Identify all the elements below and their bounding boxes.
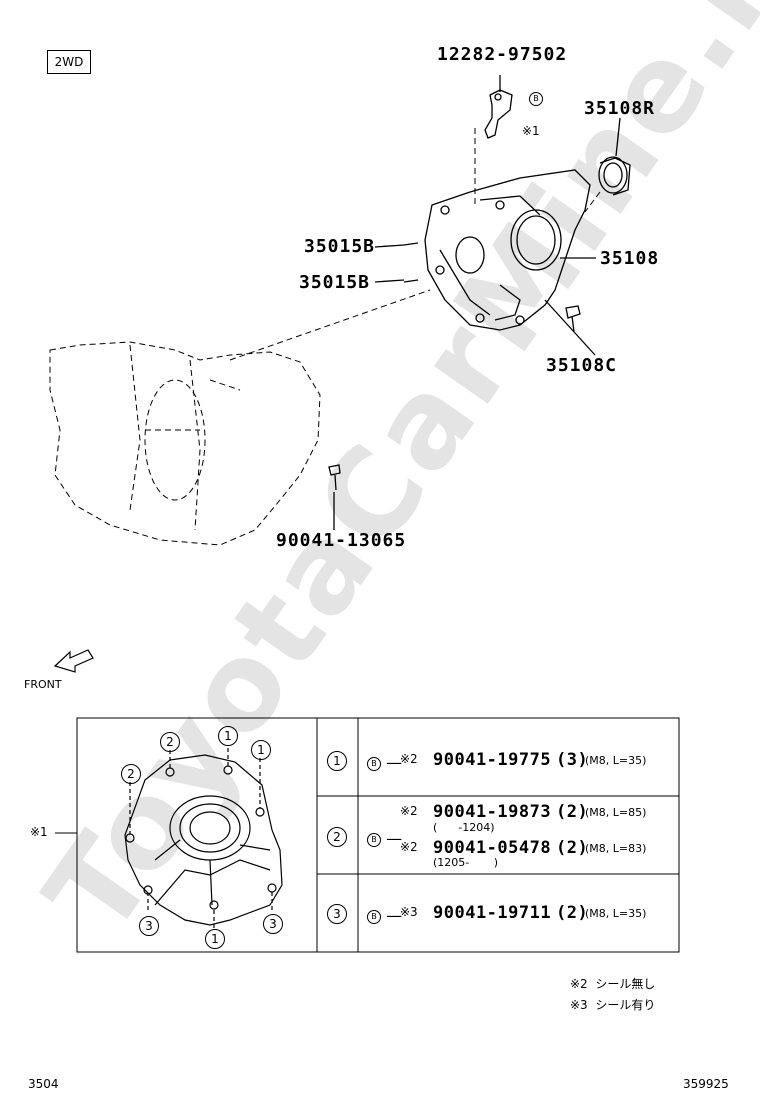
row-2a-part[interactable]: 90041-19873 (433, 802, 552, 822)
page-code-right: 359925 (683, 1077, 729, 1091)
row-2b-part[interactable]: 90041-05478 (433, 838, 552, 858)
part-label-35015b-lower[interactable]: 35015B (299, 272, 371, 293)
row-2-id: 2 (327, 826, 347, 847)
callout-mark: ※1 (30, 825, 48, 839)
variant-badge: 2WD (47, 50, 91, 74)
row-1-part[interactable]: 90041-19775 (433, 750, 552, 770)
fig-label: 2 (121, 763, 141, 784)
part-label-35108[interactable]: 35108 (600, 248, 660, 269)
row-1-qty: (3) (556, 750, 589, 770)
note-2: ※2 シール無し (570, 977, 656, 991)
note-mark-1: ※1 (522, 124, 540, 138)
fig-label: 3 (139, 915, 159, 936)
row-2b-mark: ※2 (400, 840, 418, 854)
row-2b-qty: (2) (556, 838, 589, 858)
row-2a-mark: ※2 (400, 804, 418, 818)
row-3-part[interactable]: 90041-19711 (433, 903, 552, 923)
bracket (484, 89, 513, 139)
fig-label: 1 (205, 928, 225, 949)
row-2a-spec: (M8, L=85) (585, 806, 647, 819)
row-1-spec: (M8, L=35) (585, 754, 647, 767)
part-label-90041-13065[interactable]: 90041-13065 (276, 530, 407, 551)
row-1-mark: ※2 (400, 752, 418, 766)
row-2a-qty: (2) (556, 802, 589, 822)
part-label-12282[interactable]: 12282-97502 (437, 44, 568, 65)
row-1-b: B — (367, 753, 402, 772)
b-mark: B (529, 92, 543, 106)
row-3-qty: (2) (556, 903, 589, 923)
row-2b-spec: (M8, L=83) (585, 842, 647, 855)
fig-label: 1 (251, 739, 271, 760)
part-label-35108c[interactable]: 35108C (546, 355, 618, 376)
front-label: FRONT (24, 678, 62, 691)
page-code-left: 3504 (28, 1077, 59, 1091)
fig-label: 1 (218, 725, 238, 746)
part-label-35108r[interactable]: 35108R (584, 98, 656, 119)
row-2a-date: ( -1204) (433, 821, 495, 834)
front-arrow (53, 649, 94, 673)
fig-label: 3 (263, 913, 283, 934)
part-label-35015b-upper[interactable]: 35015B (304, 236, 376, 257)
row-2b-date: (1205- ) (433, 856, 499, 869)
row-2-b: B — (367, 829, 402, 848)
fig-label: 2 (160, 731, 180, 752)
housing-end-view (124, 748, 283, 928)
row-1-id: 1 (327, 750, 347, 771)
row-3-spec: (M8, L=35) (585, 907, 647, 920)
row-3-b: B — (367, 906, 402, 925)
bolt (565, 305, 581, 333)
extension-housing (424, 169, 591, 331)
note-3: ※3 シール有り (570, 998, 656, 1012)
transmission-outline (49, 341, 321, 546)
row-3-id: 3 (327, 903, 347, 924)
row-3-mark: ※3 (400, 905, 418, 919)
oil-seal (598, 156, 628, 194)
